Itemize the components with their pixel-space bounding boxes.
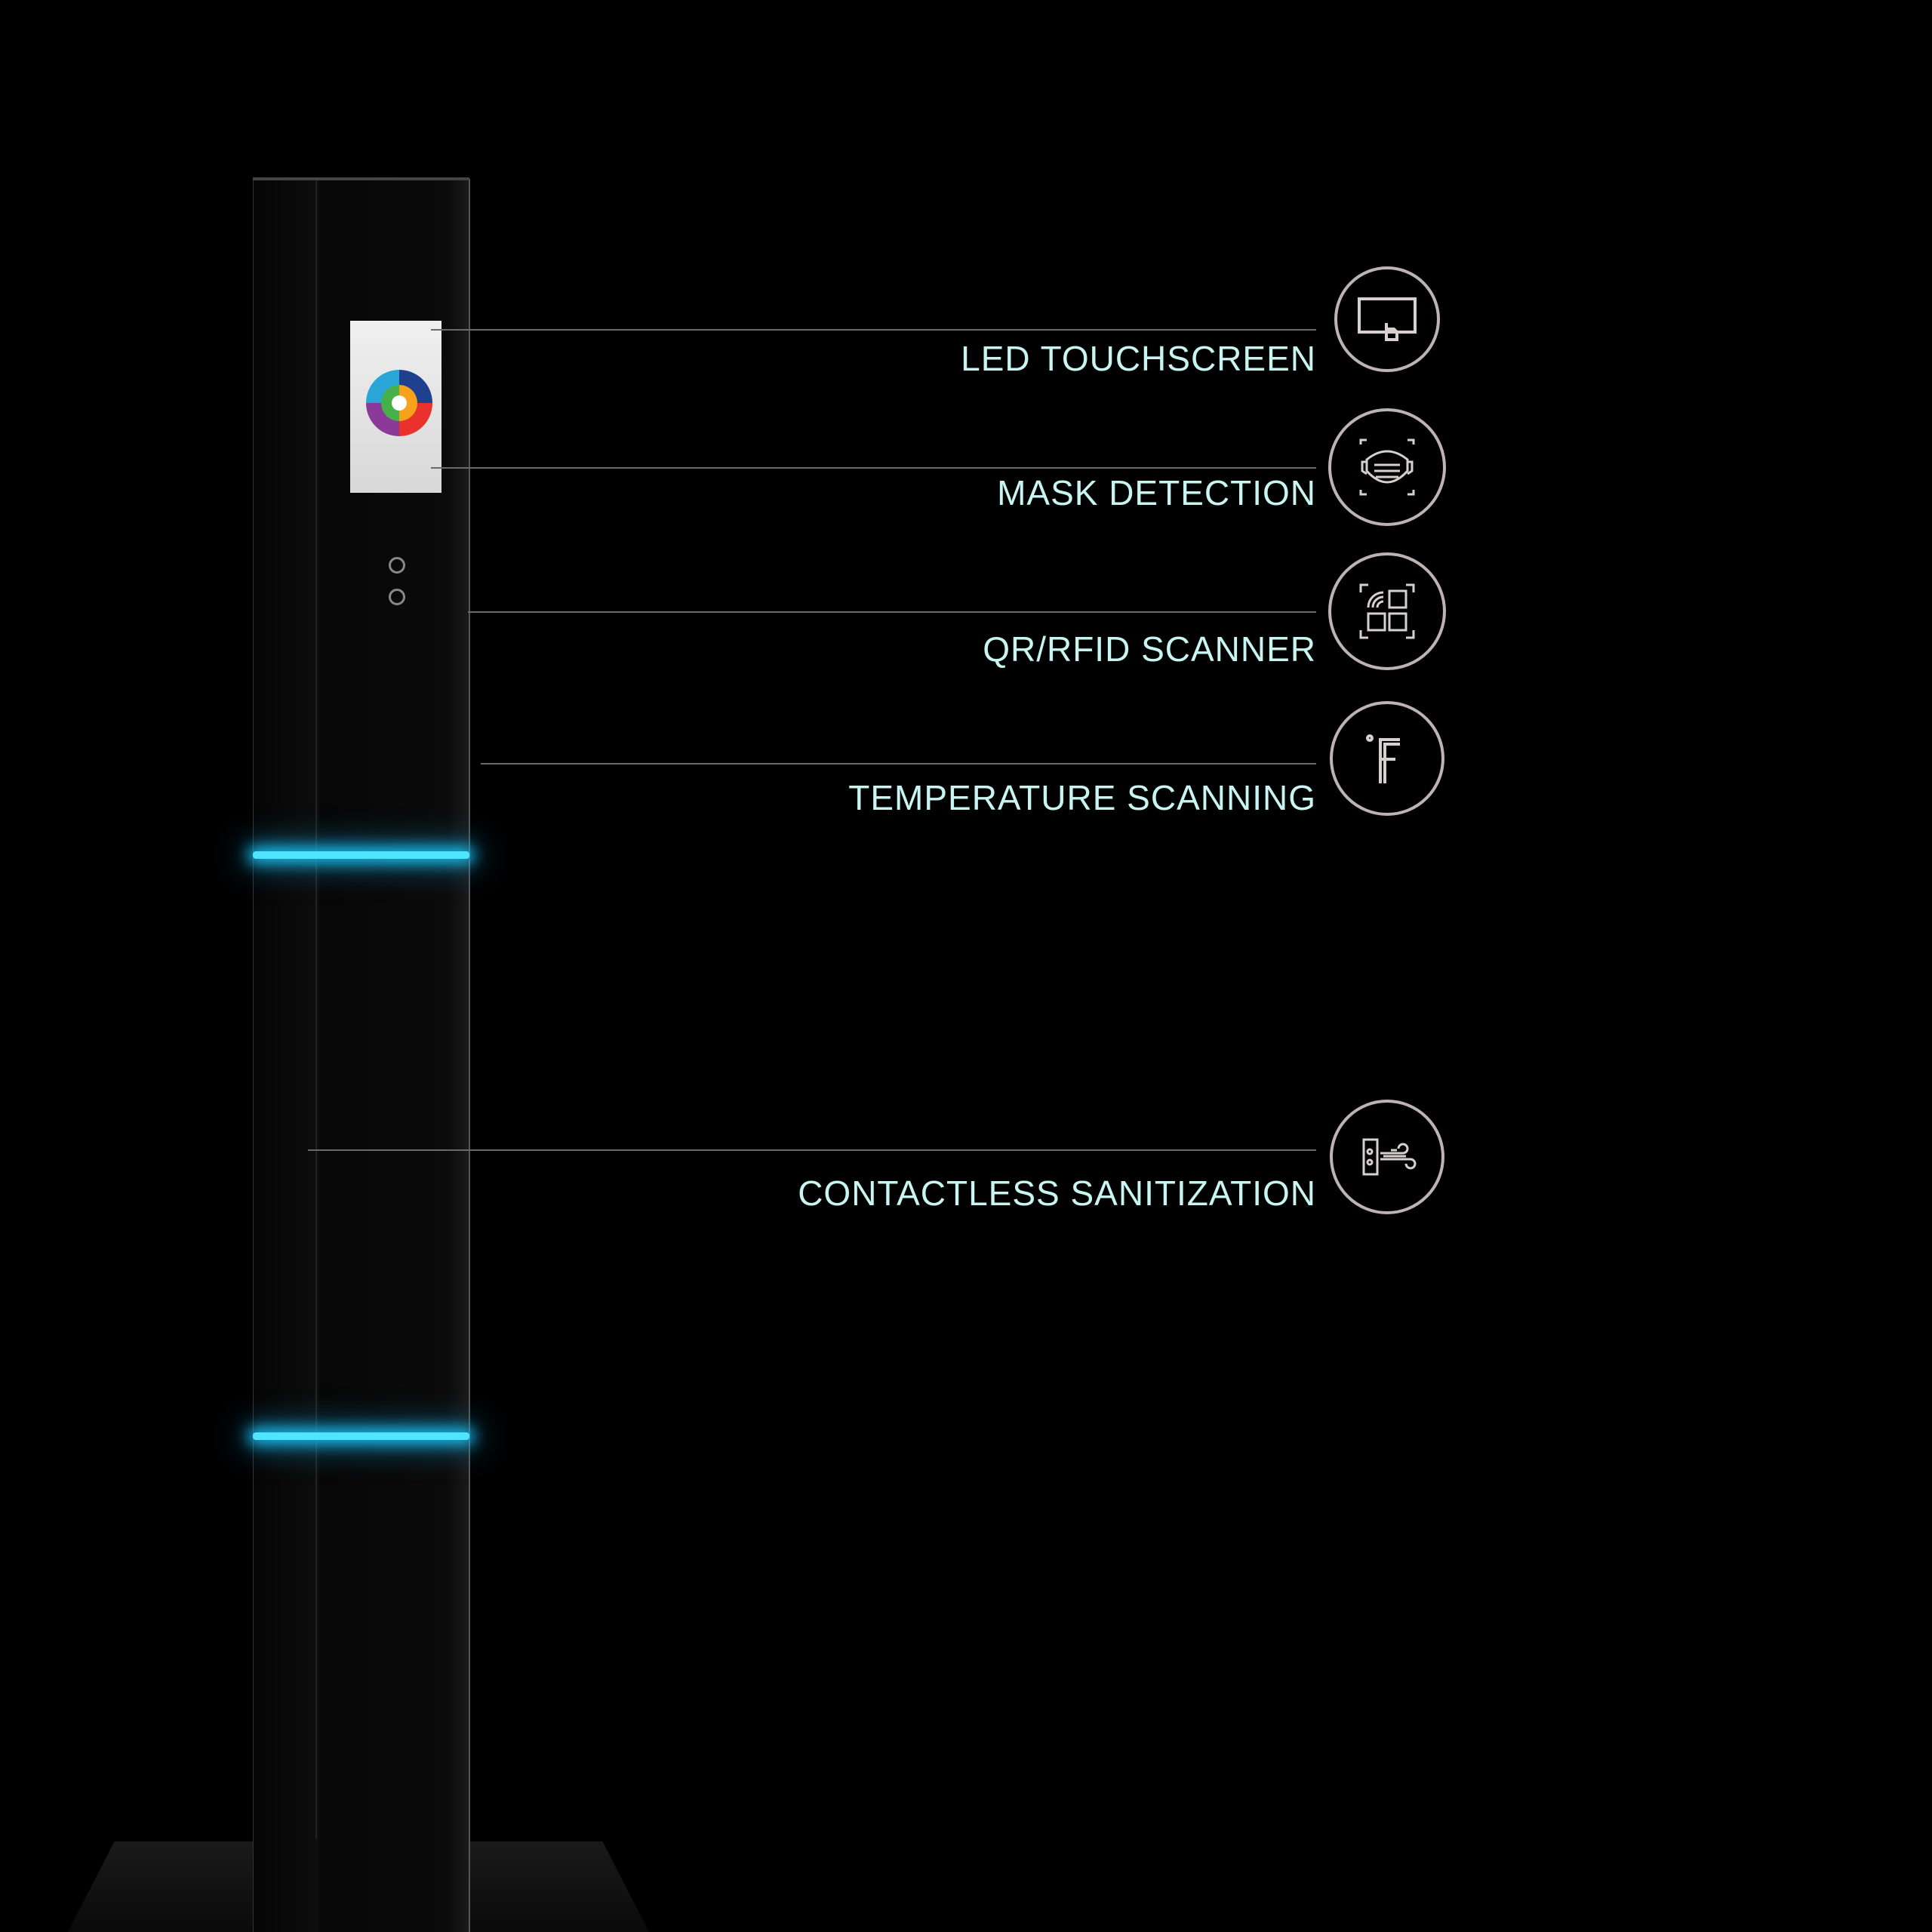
callout-line-sanitization <box>308 1149 1316 1151</box>
mask-icon <box>1328 408 1446 526</box>
led-glow-band-lower <box>253 1432 469 1440</box>
callout-line-touchscreen <box>431 329 1316 331</box>
callout-line-temperature <box>481 763 1316 764</box>
led-glow-band-upper <box>253 851 469 859</box>
fahrenheit-icon <box>1330 701 1444 816</box>
pillar-edge <box>315 179 317 1839</box>
feature-label-sanitization: CONTACTLESS SANITIZATION <box>798 1174 1316 1213</box>
brand-logo-center <box>392 395 407 411</box>
temperature-sensor <box>389 589 405 605</box>
feature-label-temperature: TEMPERATURE SCANNING <box>848 778 1316 817</box>
feature-label-qr: QR/RFID SCANNER <box>983 629 1316 669</box>
feature-label-touchscreen: LED TOUCHSCREEN <box>961 339 1316 378</box>
feature-label-mask: MASK DETECTION <box>997 473 1316 512</box>
sanitizer-icon <box>1330 1100 1444 1214</box>
pillar-top <box>253 177 469 180</box>
scanner-sensor <box>389 557 405 574</box>
callout-line-mask <box>431 467 1316 469</box>
touchscreen-icon <box>1334 266 1440 372</box>
qr-scanner-icon <box>1328 552 1446 670</box>
callout-line-qr <box>468 611 1316 613</box>
